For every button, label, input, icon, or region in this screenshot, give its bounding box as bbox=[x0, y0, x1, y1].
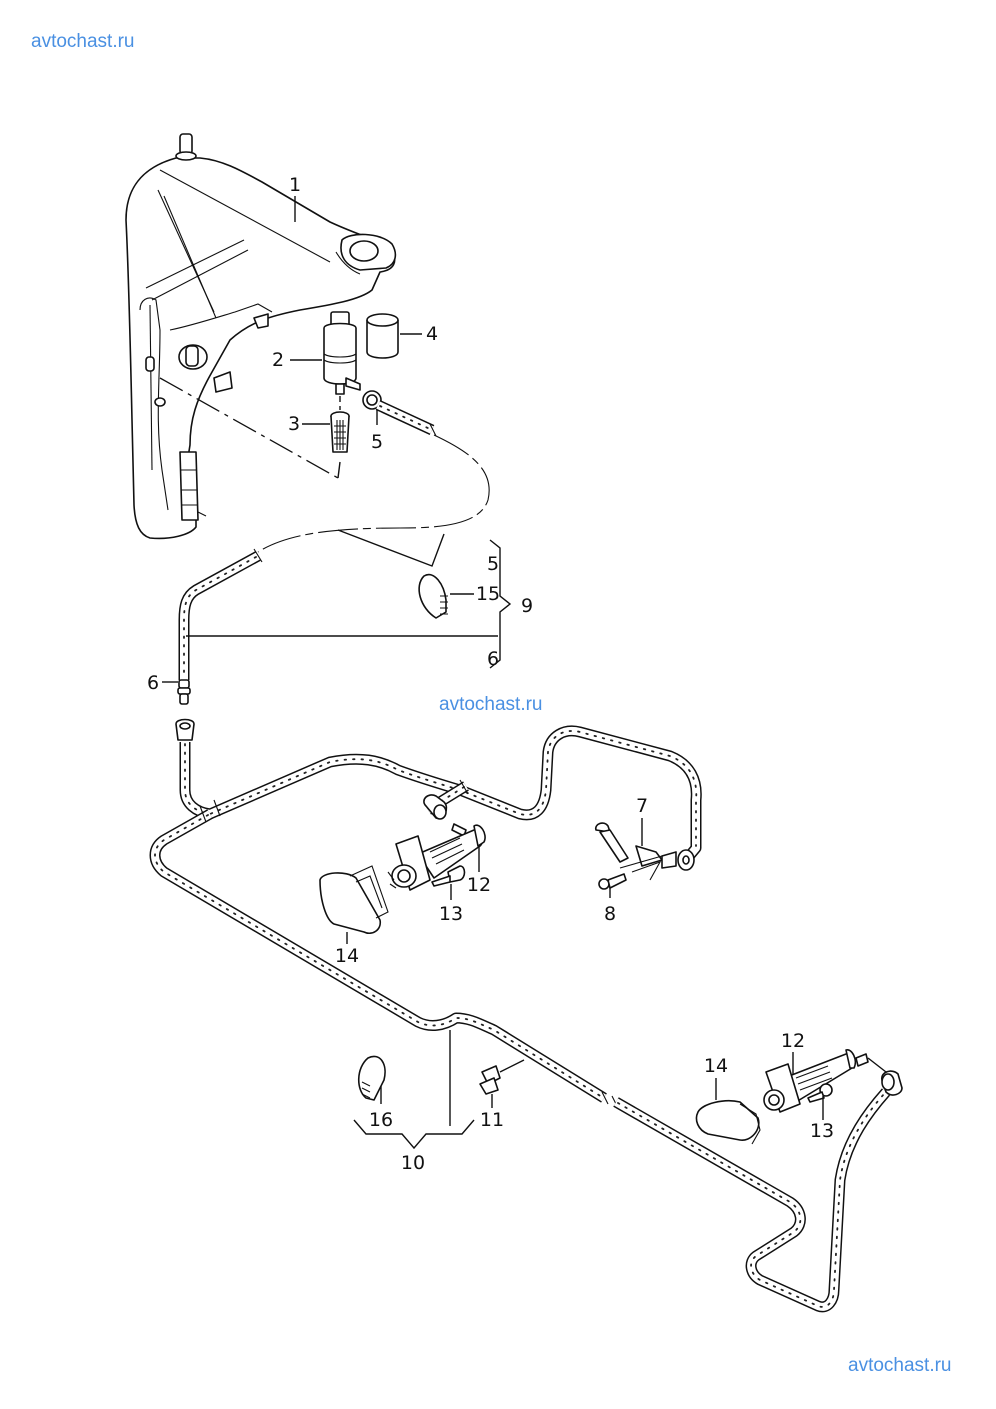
screw-13-right[interactable] bbox=[807, 1083, 833, 1103]
main-hose-line[interactable] bbox=[149, 718, 891, 1313]
callout-7[interactable]: 7 bbox=[636, 795, 648, 817]
callout-2[interactable]: 2 bbox=[272, 349, 284, 371]
watermark-middle: avtochast.ru bbox=[439, 694, 543, 715]
nozzle-cylinder-left[interactable] bbox=[387, 824, 486, 891]
callout-8[interactable]: 8 bbox=[604, 903, 616, 925]
callout-11[interactable]: 11 bbox=[480, 1109, 504, 1131]
filter-screen[interactable] bbox=[330, 411, 350, 453]
bracket-9 bbox=[489, 539, 512, 669]
leader-v-15 bbox=[337, 529, 445, 567]
callout-4[interactable]: 4 bbox=[426, 323, 438, 345]
nozzle-hose-link bbox=[867, 1057, 887, 1073]
callout-13-right[interactable]: 13 bbox=[810, 1120, 834, 1142]
callout-13-left[interactable]: 13 bbox=[439, 903, 463, 925]
callout-12-left[interactable]: 12 bbox=[467, 874, 491, 896]
nozzle-stem[interactable] bbox=[594, 822, 629, 863]
leader-11-hose bbox=[499, 1059, 525, 1073]
watermark-top: avtochast.ru bbox=[31, 31, 135, 52]
callout-10[interactable]: 10 bbox=[401, 1152, 425, 1174]
hose-clip-11[interactable] bbox=[479, 1065, 501, 1095]
leader-tick bbox=[337, 461, 341, 479]
callout-14-right[interactable]: 14 bbox=[704, 1055, 728, 1077]
cable-tie-15[interactable] bbox=[418, 573, 448, 619]
elbow-connector-right[interactable] bbox=[881, 1070, 903, 1096]
callout-6-left[interactable]: 6 bbox=[147, 672, 159, 694]
bracket-7[interactable] bbox=[619, 845, 695, 881]
hose-end-fitting[interactable] bbox=[362, 390, 437, 437]
screw-13-left[interactable] bbox=[431, 865, 466, 887]
callout-3[interactable]: 3 bbox=[288, 413, 300, 435]
elbow-connector-left[interactable] bbox=[423, 794, 467, 837]
callout-9[interactable]: 9 bbox=[521, 595, 533, 617]
cable-tie-16[interactable] bbox=[357, 1055, 386, 1101]
hose-continuation-dashed bbox=[257, 434, 490, 553]
nozzle-cylinder-right[interactable] bbox=[763, 1049, 869, 1113]
sleeve[interactable] bbox=[366, 313, 399, 359]
callout-5-top[interactable]: 5 bbox=[371, 431, 383, 453]
washer-pump[interactable] bbox=[323, 311, 361, 395]
callout-15[interactable]: 15 bbox=[476, 583, 500, 605]
nozzle-cap-right[interactable] bbox=[695, 1099, 761, 1145]
callout-12-right[interactable]: 12 bbox=[781, 1030, 805, 1052]
assembly-leader-dashed bbox=[159, 377, 339, 479]
bracket-10 bbox=[353, 1119, 475, 1150]
screw-8[interactable] bbox=[598, 873, 627, 890]
callout-6-bracket[interactable]: 6 bbox=[487, 648, 499, 670]
callout-14-left[interactable]: 14 bbox=[335, 945, 359, 967]
hose-assembly-upper[interactable] bbox=[177, 548, 263, 705]
nozzle-cap-left[interactable] bbox=[319, 865, 389, 935]
washer-reservoir[interactable] bbox=[125, 133, 397, 540]
watermark-bottom: avtochast.ru bbox=[848, 1355, 952, 1376]
callout-16[interactable]: 16 bbox=[369, 1109, 393, 1131]
callout-5-bracket[interactable]: 5 bbox=[487, 553, 499, 575]
callout-1[interactable]: 1 bbox=[289, 174, 301, 196]
